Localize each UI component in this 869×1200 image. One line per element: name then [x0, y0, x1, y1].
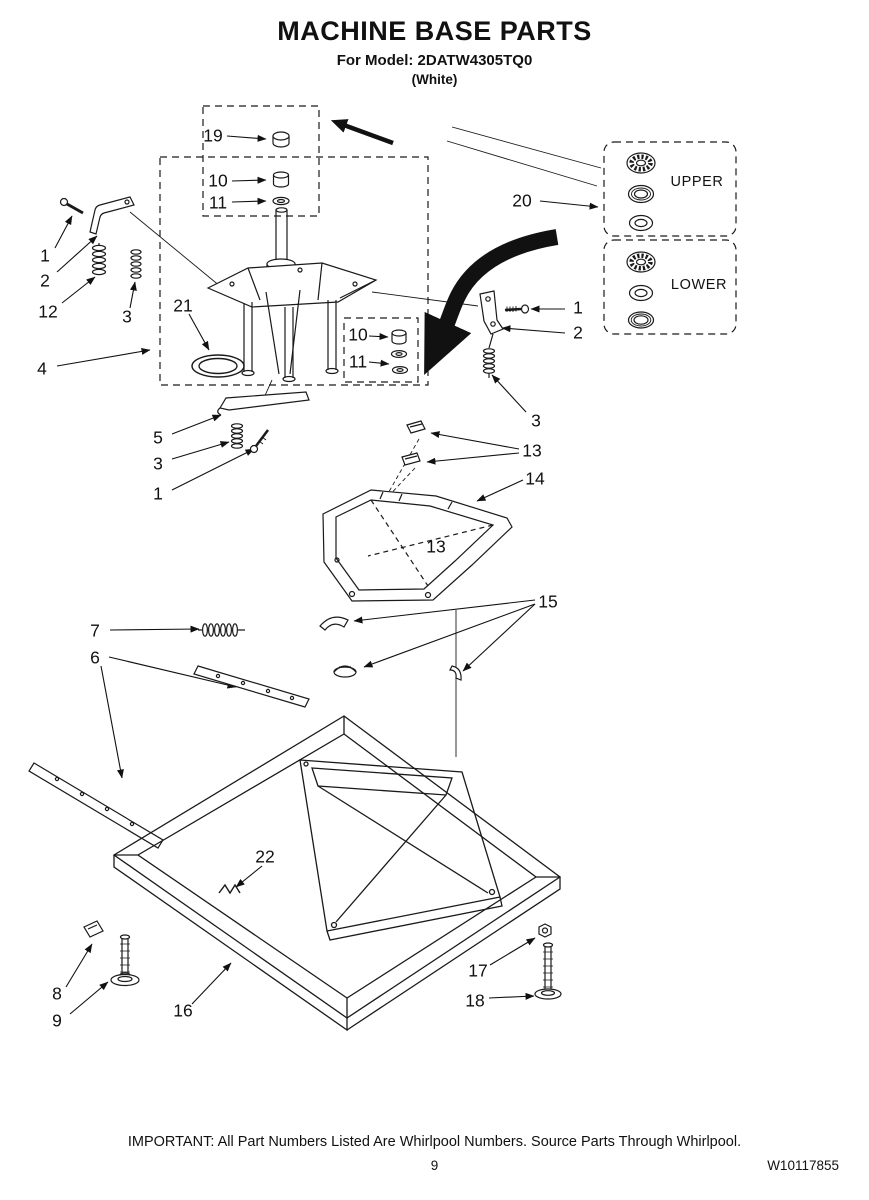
left-mount-hardware: [59, 196, 142, 279]
page-title: MACHINE BASE PARTS: [277, 16, 592, 46]
color-line: (White): [411, 72, 458, 87]
document-number: W10117855: [767, 1158, 839, 1173]
centering-spring: [198, 623, 245, 637]
dashed-boxes: [159, 105, 737, 386]
base-clip: [218, 883, 241, 895]
gearcase-assembly: [206, 207, 378, 383]
mid-spacer-kit: [390, 329, 409, 375]
leader-lines: [54, 134, 599, 1015]
right-leveling-foot: [534, 923, 562, 1000]
bearing-kit-parts: [626, 152, 656, 329]
left-leveling-foot: [83, 920, 140, 987]
isolator-pads: [319, 616, 462, 681]
bearing-kit-upper-label: UPPER: [670, 174, 724, 190]
page-number: 9: [430, 1158, 439, 1173]
footer-note: IMPORTANT: All Part Numbers Listed Are W…: [127, 1134, 742, 1150]
title-block: MACHINE BASE PARTS For Model: 2DATW4305T…: [0, 16, 869, 87]
shaft-cap-parts: [272, 131, 290, 206]
lower-left-bracket: [217, 391, 310, 454]
model-line: For Model: 2DATW4305TQ0: [336, 52, 533, 69]
suspension-plate: [322, 489, 513, 602]
suspension-rails: [28, 665, 310, 849]
bearing-kit-lower-label: LOWER: [670, 277, 728, 293]
right-mount-bracket: [479, 290, 530, 378]
install-arrows: [330, 119, 559, 375]
reference-lines: [129, 126, 602, 757]
gearcase-ring: [191, 354, 245, 378]
base-frame: [112, 715, 562, 1032]
